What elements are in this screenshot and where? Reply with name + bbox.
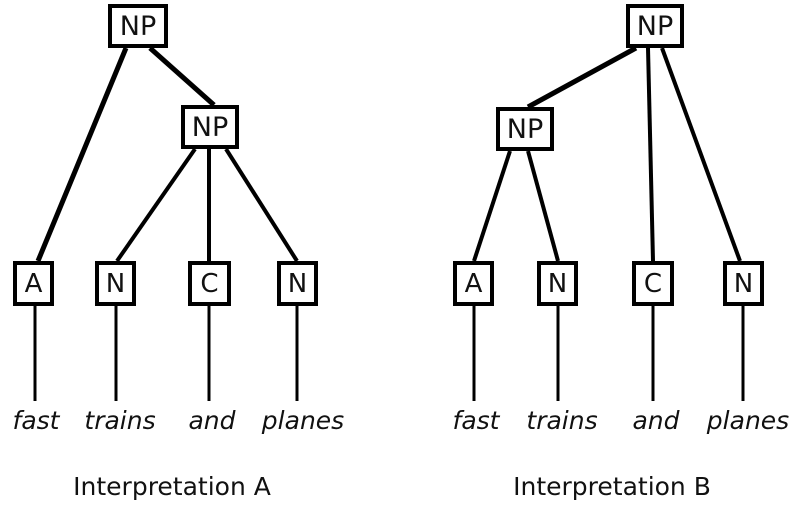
terminal-word: and: [188, 406, 236, 435]
tree-node-n[interactable]: N: [723, 261, 764, 306]
tree-edge: [224, 147, 299, 263]
tree-edge: [115, 147, 197, 263]
terminal-word: and: [632, 406, 680, 435]
tree-edge: [526, 45, 638, 110]
tree-caption: Interpretation B: [513, 472, 711, 501]
tree-node-c[interactable]: C: [188, 261, 231, 306]
tree-node-n[interactable]: N: [277, 261, 318, 306]
terminal-word: planes: [706, 406, 790, 435]
tree-node-np[interactable]: NP: [626, 4, 684, 48]
tree-edge: [148, 46, 216, 107]
tree-node-c[interactable]: C: [632, 261, 674, 306]
terminal-word: fast: [452, 406, 500, 435]
tree-node-np[interactable]: NP: [496, 107, 554, 151]
tree-node-np[interactable]: NP: [181, 105, 239, 149]
tree-caption: Interpretation A: [73, 472, 271, 501]
tree-edge: [646, 47, 655, 262]
tree-edge: [35, 47, 129, 262]
tree-node-a[interactable]: A: [13, 261, 54, 306]
tree-edge: [526, 150, 560, 262]
terminal-word: trains: [84, 406, 156, 435]
terminal-word: planes: [261, 406, 345, 435]
tree-node-a[interactable]: A: [453, 261, 494, 306]
tree-node-np[interactable]: NP: [108, 4, 168, 48]
tree-edge: [472, 150, 512, 262]
tree-node-n[interactable]: N: [537, 261, 578, 306]
terminal-word: trains: [526, 406, 598, 435]
terminal-word: fast: [12, 406, 60, 435]
tree-edge: [660, 47, 742, 262]
tree-node-n[interactable]: N: [95, 261, 136, 306]
